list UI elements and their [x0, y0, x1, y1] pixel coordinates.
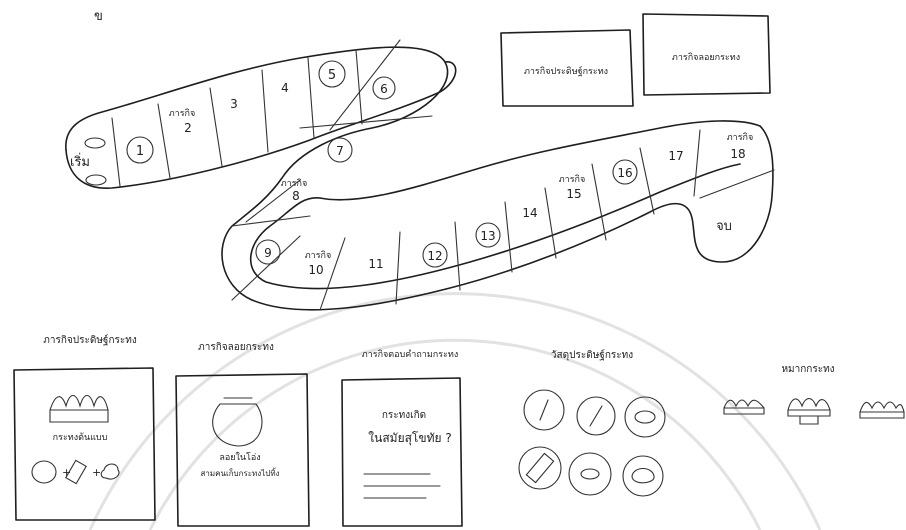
card-craft: ภารกิจประดิษฐ์กระทง กระทงต้นแบบ + + [14, 334, 155, 520]
cell-11: 11 [368, 257, 383, 271]
cell-divider [300, 116, 432, 128]
svg-text:2: 2 [184, 121, 192, 135]
materials-title: วัสดุประดิษฐ์กระทง [551, 349, 633, 361]
svg-text:ภารกิจลอยกระทง: ภารกิจลอยกระทง [672, 52, 740, 63]
krathong-icon [50, 396, 108, 423]
watermark-seal [90, 294, 820, 530]
svg-text:18: 18 [730, 147, 745, 161]
svg-text:8: 8 [292, 189, 300, 203]
cell-3: 3 [230, 97, 238, 111]
flower-icon [101, 464, 119, 479]
svg-text:กระทงต้นแบบ: กระทงต้นแบบ [53, 432, 108, 443]
svg-text:6: 6 [380, 82, 388, 96]
svg-text:สามคนเก็บกระทงไปทิ้ง: สามคนเก็บกระทงไปทิ้ง [200, 467, 279, 478]
cell-15-mission: ภารกิจ 15 [559, 174, 586, 201]
svg-text:ภารกิจ: ภารกิจ [281, 178, 308, 189]
page-mark: ข [94, 9, 103, 24]
svg-text:+: + [92, 466, 101, 479]
cell-divider [308, 58, 314, 138]
cell-divider [545, 188, 556, 258]
card-quiz-title: ภารกิจตอบคำถามกระทง [362, 349, 458, 360]
svg-text:5: 5 [328, 68, 336, 83]
card-float: ภารกิจลอยกระทง ลอยในโอ่ง สามคนเก็บกระทงไ… [176, 342, 309, 526]
cell-4: 4 [281, 81, 289, 95]
cell-14: 14 [522, 206, 537, 220]
cell-17: 17 [668, 149, 683, 163]
cell-1: 1 [127, 137, 153, 163]
svg-text:17: 17 [668, 149, 683, 163]
svg-text:7: 7 [336, 144, 344, 158]
cell-divider [262, 70, 268, 152]
svg-text:4: 4 [281, 81, 289, 95]
banana-stem-icon [519, 447, 561, 489]
svg-text:10: 10 [308, 263, 323, 277]
token-2 [788, 399, 830, 425]
svg-text:ภารกิจ: ภารกิจ [727, 132, 754, 143]
svg-text:ลอยในโอ่ง: ลอยในโอ่ง [219, 452, 260, 463]
coin-material-icon [625, 397, 665, 437]
game-board-path: เริ่ม 1 ภารกิจ 2 3 4 5 6 7 ภารกิ [66, 40, 774, 310]
svg-text:ภารกิจ: ภารกิจ [559, 174, 586, 185]
cell-divider [505, 202, 512, 272]
svg-text:9: 9 [264, 246, 272, 260]
svg-text:16: 16 [617, 166, 632, 180]
stick-icon [66, 460, 86, 483]
cell-10-mission: ภารกิจ 10 [305, 250, 332, 277]
path-outline-inner [66, 62, 740, 289]
cell-divider [356, 50, 362, 124]
svg-text:ในสมัยสุโขทัย ?: ในสมัยสุโขทัย ? [368, 431, 451, 446]
cell-8-mission: ภารกิจ 8 [281, 178, 308, 203]
materials-group: วัสดุประดิษฐ์กระทง [519, 349, 665, 496]
svg-text:15: 15 [566, 187, 581, 201]
tokens-group: หมากกระทง [724, 364, 904, 424]
cell-18-mission: ภารกิจ 18 [727, 132, 754, 161]
coin-icon [32, 461, 56, 483]
svg-text:ภารกิจ: ภารกิจ [169, 108, 196, 119]
cell-16: 16 [613, 160, 637, 184]
cell-6: 6 [373, 77, 395, 99]
svg-text:14: 14 [522, 206, 537, 220]
svg-text:กระทงเกิด: กระทงเกิด [382, 410, 426, 421]
tokens-title: หมากกระทง [781, 364, 834, 375]
svg-text:1: 1 [136, 144, 144, 159]
cookie-icon [569, 453, 611, 495]
card-quiz: ภารกิจตอบคำถามกระทง กระทงเกิด ในสมัยสุโข… [342, 349, 462, 526]
end-cell: จบ [716, 219, 732, 234]
svg-text:11: 11 [368, 257, 383, 271]
svg-text:ภารกิจ: ภารกิจ [305, 250, 332, 261]
card-float-title: ภารกิจลอยกระทง [198, 342, 274, 353]
svg-text:13: 13 [480, 229, 495, 243]
cell-2-mission: ภารกิจ 2 [169, 108, 196, 135]
cell-divider [112, 118, 120, 186]
start-cell: เริ่ม [70, 138, 106, 185]
svg-text:ภารกิจประดิษฐ์กระทง: ภารกิจประดิษฐ์กระทง [524, 65, 608, 77]
cell-12: 12 [423, 243, 447, 267]
cell-divider [396, 232, 400, 304]
svg-text:3: 3 [230, 97, 238, 111]
flower-material-icon [623, 456, 663, 496]
cell-divider [330, 40, 400, 130]
cell-divider [210, 88, 222, 166]
cell-divider [592, 164, 606, 240]
cell-13: 13 [476, 223, 500, 247]
card-craft-title: ภารกิจประดิษฐ์กระทง [43, 334, 137, 346]
start-label: เริ่ม [70, 153, 90, 170]
cell-7: 7 [328, 138, 352, 162]
deck-box-float: ภารกิจลอยกระทง [643, 14, 770, 95]
svg-text:12: 12 [427, 249, 442, 263]
cell-divider [700, 170, 774, 198]
cell-divider [455, 222, 460, 290]
deck-box-craft: ภารกิจประดิษฐ์กระทง [501, 30, 633, 106]
svg-text:จบ: จบ [716, 219, 732, 234]
cell-5: 5 [319, 61, 345, 87]
token-3 [860, 402, 904, 418]
cell-9: 9 [256, 240, 280, 264]
cell-divider [694, 130, 700, 196]
cell-divider [640, 148, 654, 214]
cell-divider [320, 238, 345, 310]
